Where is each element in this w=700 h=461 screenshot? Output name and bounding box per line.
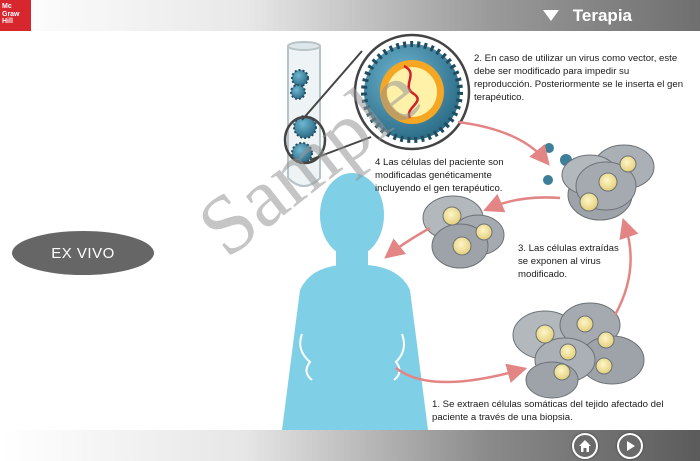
top-bar xyxy=(0,0,700,31)
home-button[interactable] xyxy=(572,433,598,459)
step-4-text: 4 Las células del paciente son modificad… xyxy=(375,157,504,194)
virus-magnifier xyxy=(283,33,471,165)
cell-cluster-infected xyxy=(561,144,655,221)
page-title: Terapia xyxy=(572,5,632,25)
process-arrows xyxy=(384,120,639,384)
test-tube xyxy=(287,41,321,187)
ex-vivo-label: EX VIVO xyxy=(12,231,154,275)
cell-cluster-modified xyxy=(422,195,505,269)
step-3-text: 3. Las células extraídas se exponen al v… xyxy=(518,243,619,280)
patient-silhouette xyxy=(282,173,428,430)
next-button[interactable] xyxy=(617,433,643,459)
triangle-down-icon[interactable] xyxy=(542,10,559,21)
step-2-text: 2. En caso de utilizar un virus como vec… xyxy=(474,53,684,103)
cell-cluster-extracted xyxy=(512,302,645,399)
mcgraw-hill-logo: Mc Graw Hill xyxy=(0,0,31,31)
header-title-area: Terapia xyxy=(542,0,700,31)
play-icon xyxy=(627,441,635,451)
step-1-text: 1. Se extraen células somáticas del teji… xyxy=(432,399,664,423)
home-icon xyxy=(579,440,591,452)
